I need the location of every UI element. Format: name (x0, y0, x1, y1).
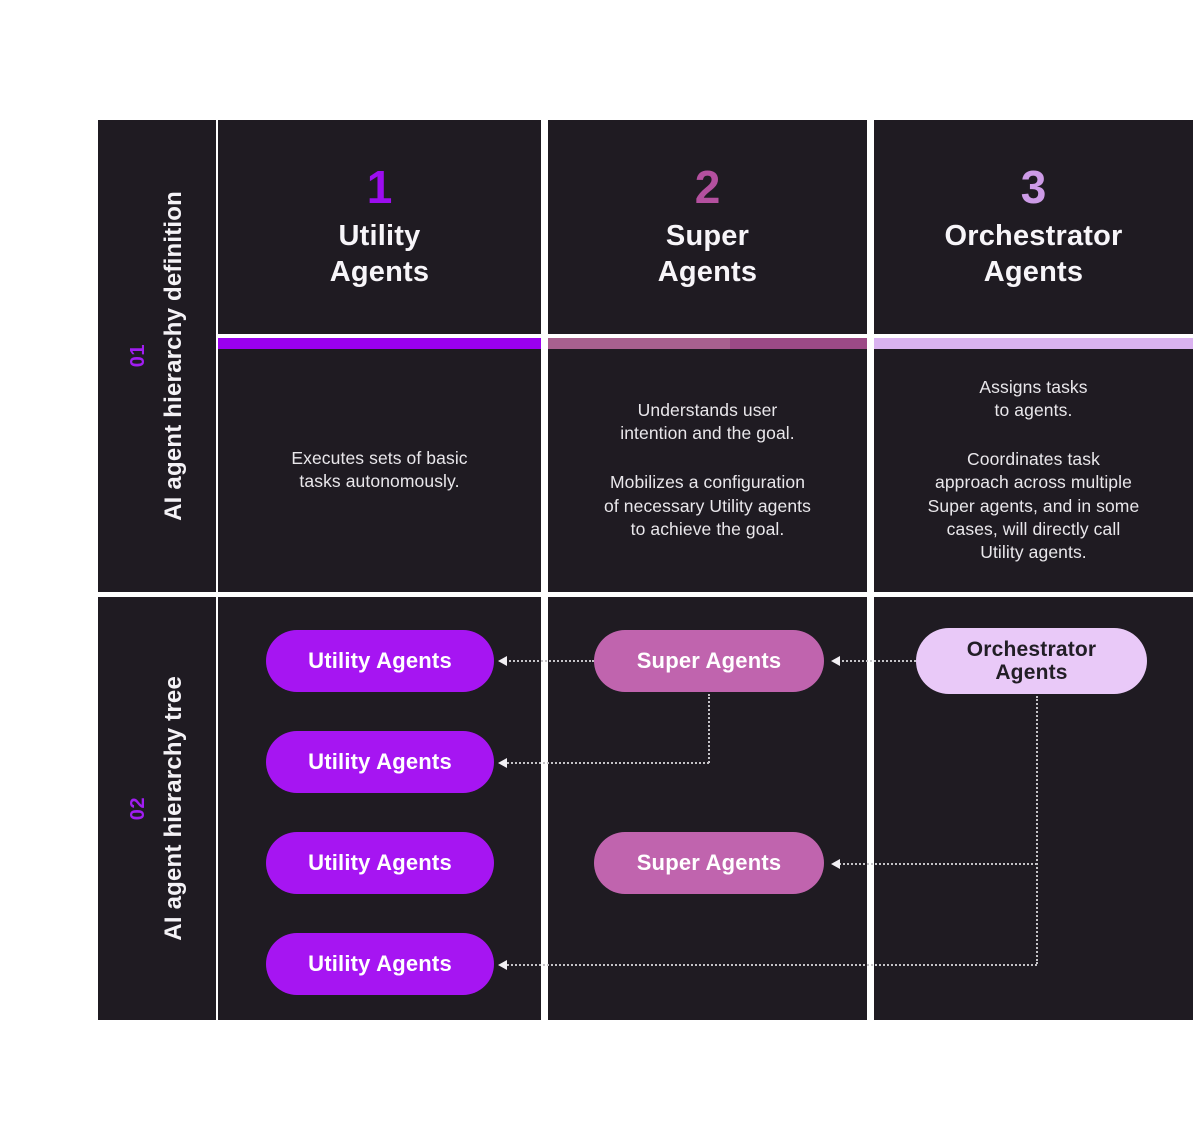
sidebar-definition: 01 AI agent hierarchy definition (98, 120, 216, 592)
sidebar-tree-number: 02 (126, 796, 149, 821)
description-orchestrator-text-1: Assigns tasks to agents. (979, 376, 1088, 420)
utility-agents-node-1: Utility Agents (266, 630, 494, 692)
arrowhead-super2 (831, 859, 840, 869)
utility-agents-node-2: Utility Agents (266, 731, 494, 793)
header-utility-agents: 1 Utility Agents (218, 120, 541, 334)
accent-bar-purple (218, 338, 541, 349)
accent-bar-lavender (874, 338, 1193, 349)
connector-orchestrator-to-utility4 (502, 964, 1037, 966)
sidebar-tree-label: AI agent hierarchy tree (159, 676, 187, 941)
accent-bar-mauve (548, 338, 867, 349)
connector-super1-down (708, 694, 710, 763)
arrowhead-utility4 (498, 960, 507, 970)
sidebar-tree: 02 AI agent hierarchy tree (98, 597, 216, 1020)
header-super-agents: 2 Super Agents (548, 120, 867, 334)
description-super-text-1: Understands user intention and the goal. (620, 399, 795, 444)
arrowhead-utility2 (498, 758, 507, 768)
connector-super1-to-utility1 (502, 660, 594, 662)
utility-agents-node-4: Utility Agents (266, 933, 494, 995)
sidebar-definition-label: AI agent hierarchy definition (159, 191, 187, 521)
sidebar-definition-number: 01 (126, 344, 149, 368)
description-utility-text: Executes sets of basic tasks autonomousl… (291, 447, 468, 491)
header-number-1: 1 (366, 160, 393, 213)
description-super-agents: Understands user intention and the goal.… (548, 338, 867, 592)
utility-agents-node-3: Utility Agents (266, 832, 494, 894)
connector-orchestrator-to-super1 (835, 660, 916, 662)
description-orchestrator-agents: Assigns tasks to agents. Coordinates tas… (874, 338, 1193, 592)
description-orchestrator-text-2: Coordinates task approach across multipl… (927, 449, 1140, 563)
header-title-utility: Utility Agents (329, 219, 430, 288)
super-agents-node-1: Super Agents (594, 630, 824, 692)
arrowhead-utility1 (498, 656, 507, 666)
header-title-orchestrator: Orchestrator Agents (944, 219, 1123, 288)
header-number-2: 2 (694, 160, 721, 213)
header-orchestrator-agents: 3 Orchestrator Agents (874, 120, 1193, 334)
connector-orchestrator-to-super2 (835, 863, 1037, 865)
header-number-3: 3 (1020, 160, 1047, 213)
description-super-text-2: Mobilizes a configuration of necessary U… (604, 472, 811, 539)
orchestrator-agents-node: Orchestrator Agents (916, 628, 1147, 694)
description-utility-agents: Executes sets of basic tasks autonomousl… (218, 338, 541, 592)
connector-super1-to-utility2 (502, 762, 709, 764)
connector-orchestrator-down (1036, 696, 1038, 964)
arrowhead-super1 (831, 656, 840, 666)
super-agents-node-2: Super Agents (594, 832, 824, 894)
header-title-super: Super Agents (657, 219, 758, 288)
